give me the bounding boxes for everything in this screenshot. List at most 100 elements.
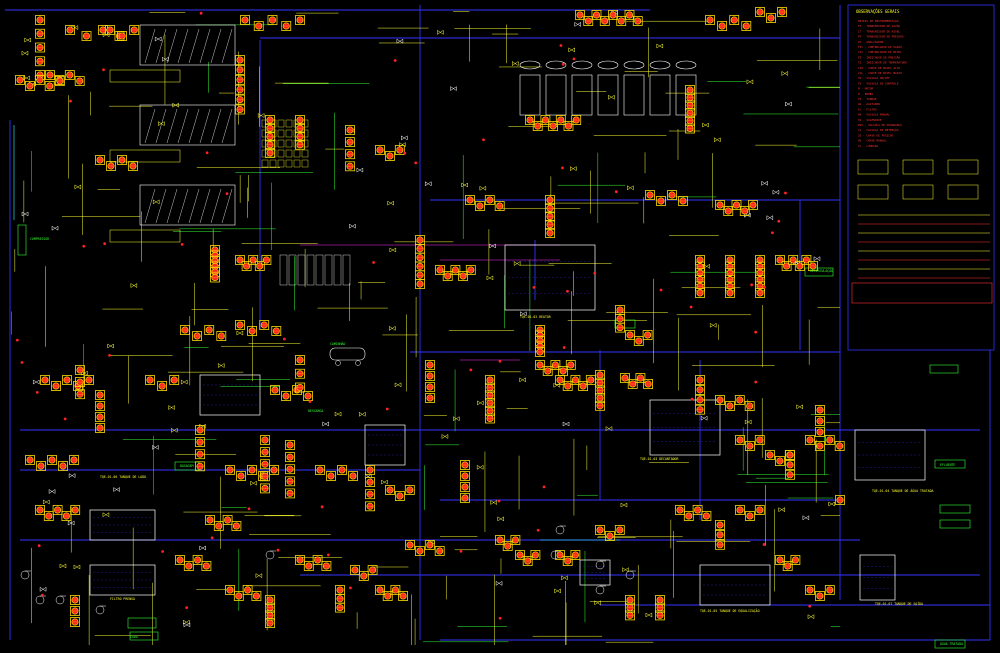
reactor-cell xyxy=(545,74,567,116)
instrument-frame xyxy=(295,139,305,150)
instrument-frame xyxy=(425,382,435,392)
instrument-bubble xyxy=(281,391,291,401)
instrument-bubble xyxy=(235,65,245,75)
instrument-bubble xyxy=(175,555,185,565)
filter-column xyxy=(297,254,306,286)
indicator-dot xyxy=(559,44,563,47)
valve-symbol xyxy=(477,400,484,406)
instrument-bubble xyxy=(655,610,665,621)
instrument-bubble xyxy=(414,546,425,556)
instrument-bubble xyxy=(35,15,45,25)
instrument-frame xyxy=(70,505,81,515)
instrument-bubble xyxy=(201,561,212,571)
motor-top xyxy=(623,60,645,70)
instrument-bubble xyxy=(195,425,205,435)
instrument-bubble xyxy=(815,591,825,601)
instrument-frame xyxy=(435,265,445,275)
valve-symbol xyxy=(450,86,457,92)
instrument-frame xyxy=(522,556,533,566)
valve-symbol xyxy=(622,567,629,573)
legend-item: AG - AGITADOR xyxy=(858,102,880,106)
instrument-frame xyxy=(70,617,80,627)
instrument-bubble xyxy=(345,125,355,135)
instrument-frame xyxy=(545,219,555,230)
manifold-cell xyxy=(301,129,309,138)
instrument-bubble xyxy=(157,381,168,391)
valve-symbol xyxy=(183,619,190,625)
label-lodo: LODO xyxy=(130,635,138,639)
instrument-frame xyxy=(285,452,295,463)
instrument-frame xyxy=(755,288,765,298)
instrument-bubble xyxy=(55,76,65,86)
instrument-frame xyxy=(235,104,245,115)
instrument-bubble xyxy=(222,515,233,525)
instrument-frame xyxy=(201,561,212,571)
instrument-frame xyxy=(790,555,801,565)
screen-bar xyxy=(166,28,178,64)
instrument-bubble xyxy=(675,505,685,515)
instrument-frame xyxy=(667,190,677,200)
instrument-frame xyxy=(36,461,46,471)
instrument-frame xyxy=(515,550,525,560)
instrument-bubble xyxy=(835,495,845,505)
valve-symbol xyxy=(656,43,664,49)
screen-bar xyxy=(166,188,178,224)
legend-item: XV - VÁLVULA ON/OFF xyxy=(858,75,890,80)
valve-symbol xyxy=(437,29,444,35)
instrument-frame xyxy=(385,485,395,495)
valve-symbol xyxy=(152,444,159,450)
instrument-frame xyxy=(725,288,735,298)
instrument-bubble xyxy=(460,471,470,481)
screen-filter xyxy=(139,184,236,226)
instrument-bubble xyxy=(247,465,257,475)
instrument-frame xyxy=(645,190,655,200)
instrument-bubble xyxy=(729,15,740,25)
instrument-frame xyxy=(225,465,235,475)
instrument-frame xyxy=(563,121,574,131)
instrument-frame xyxy=(717,21,727,31)
valve-symbol xyxy=(778,507,786,513)
instrument-frame xyxy=(794,261,805,271)
instrument-bubble xyxy=(502,541,513,551)
instrument-bubble xyxy=(321,561,332,571)
legend-item: PI - INDICADOR DE PRESSÃO xyxy=(858,54,900,59)
instrument-bubble xyxy=(775,456,785,466)
instrument-frame xyxy=(545,195,555,205)
instrument-bubble xyxy=(129,25,140,35)
instrument-frame xyxy=(815,427,825,437)
instrument-bubble xyxy=(247,326,258,336)
instrument-bubble xyxy=(692,505,703,515)
instrument-bubble xyxy=(545,211,555,222)
legend-item: FIC - CONTROLADOR DE VAZÃO xyxy=(858,44,902,49)
instrument-frame xyxy=(583,16,594,26)
instrument-bubble xyxy=(260,435,270,445)
legend-symbol-box xyxy=(857,159,889,175)
instrument-frame xyxy=(425,360,435,370)
instrument-frame xyxy=(808,261,818,271)
instrument-bubble xyxy=(254,261,265,271)
instrument-bubble xyxy=(398,591,409,601)
instrument-bubble xyxy=(545,228,555,238)
instrument-frame xyxy=(195,437,205,448)
indicator-dot xyxy=(82,244,86,248)
instrument-frame xyxy=(145,375,155,385)
instrument-frame xyxy=(460,482,470,492)
instrument-bubble xyxy=(777,7,787,17)
instrument-bubble xyxy=(74,76,85,86)
indicator-dot xyxy=(561,62,565,66)
instrument-bubble xyxy=(183,561,194,571)
instrument-bubble xyxy=(43,511,54,521)
instrument-bubble xyxy=(270,385,280,395)
instrument-bubble xyxy=(295,368,305,379)
indicator-dot xyxy=(689,305,693,309)
valve-symbol xyxy=(394,382,402,388)
instrument-bubble xyxy=(390,585,401,595)
screen-bar xyxy=(210,188,222,224)
instrument-bubble xyxy=(58,461,68,471)
instrument-frame xyxy=(205,515,215,525)
label-descarga: DESCARGA xyxy=(308,409,323,413)
screen-bar xyxy=(155,28,167,64)
indicator-dot xyxy=(561,166,564,170)
instrument-bubble xyxy=(599,16,610,26)
instrument-bubble xyxy=(532,121,543,131)
